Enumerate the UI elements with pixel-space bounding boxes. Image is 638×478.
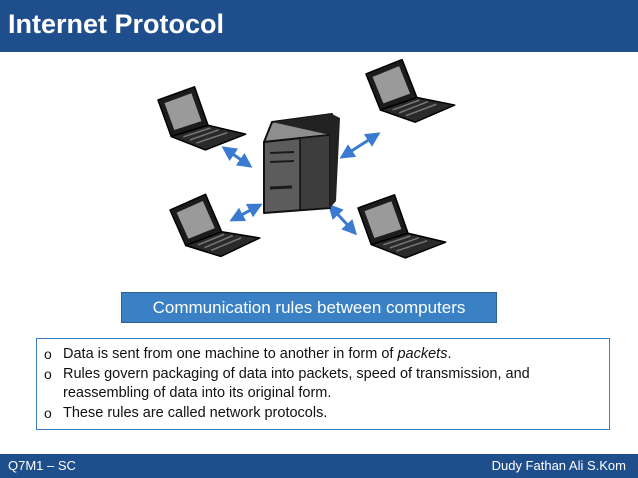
network-illustration (157, 58, 456, 259)
slide-title: Internet Protocol (8, 9, 225, 39)
laptop-icon (357, 194, 447, 259)
server-icon (263, 113, 340, 214)
bullet-item: o Data is sent from one machine to anoth… (43, 345, 603, 365)
laptop-icon (365, 58, 456, 123)
bullet-marker: o (44, 365, 52, 382)
caption-text: Communication rules between computers (152, 298, 466, 317)
footer-bar: Q7M1 – SC Dudy Fathan Ali S.Kom (0, 454, 638, 478)
laptop-icon (169, 193, 261, 258)
bullet-text: These rules are called network protocols… (63, 404, 328, 421)
bullet-emphasis: packets (397, 346, 448, 362)
double-arrow-icon (327, 203, 358, 236)
bullet-text: Data is sent from one machine to another… (63, 346, 398, 362)
footer-author: Dudy Fathan Ali S.Kom (491, 458, 626, 473)
title-bar: Internet Protocol (0, 0, 638, 52)
bullet-text: Rules govern packaging of data into pack… (63, 365, 530, 402)
bullet-item: o These rules are called network protoco… (43, 404, 603, 424)
double-arrow-icon (339, 132, 381, 159)
bullet-list: o Data is sent from one machine to anoth… (43, 345, 603, 423)
bullet-text-end: . (447, 346, 452, 362)
bullet-marker: o (44, 404, 52, 421)
caption-box: Communication rules between computers (121, 292, 497, 323)
bullet-item: o Rules govern packaging of data into pa… (43, 365, 603, 404)
bullet-box: o Data is sent from one machine to anoth… (36, 338, 610, 430)
bullet-marker: o (44, 346, 52, 362)
double-arrow-icon (229, 203, 263, 222)
laptop-icon (157, 86, 247, 151)
double-arrow-icon (221, 146, 253, 168)
footer-course-code: Q7M1 – SC (8, 458, 76, 473)
